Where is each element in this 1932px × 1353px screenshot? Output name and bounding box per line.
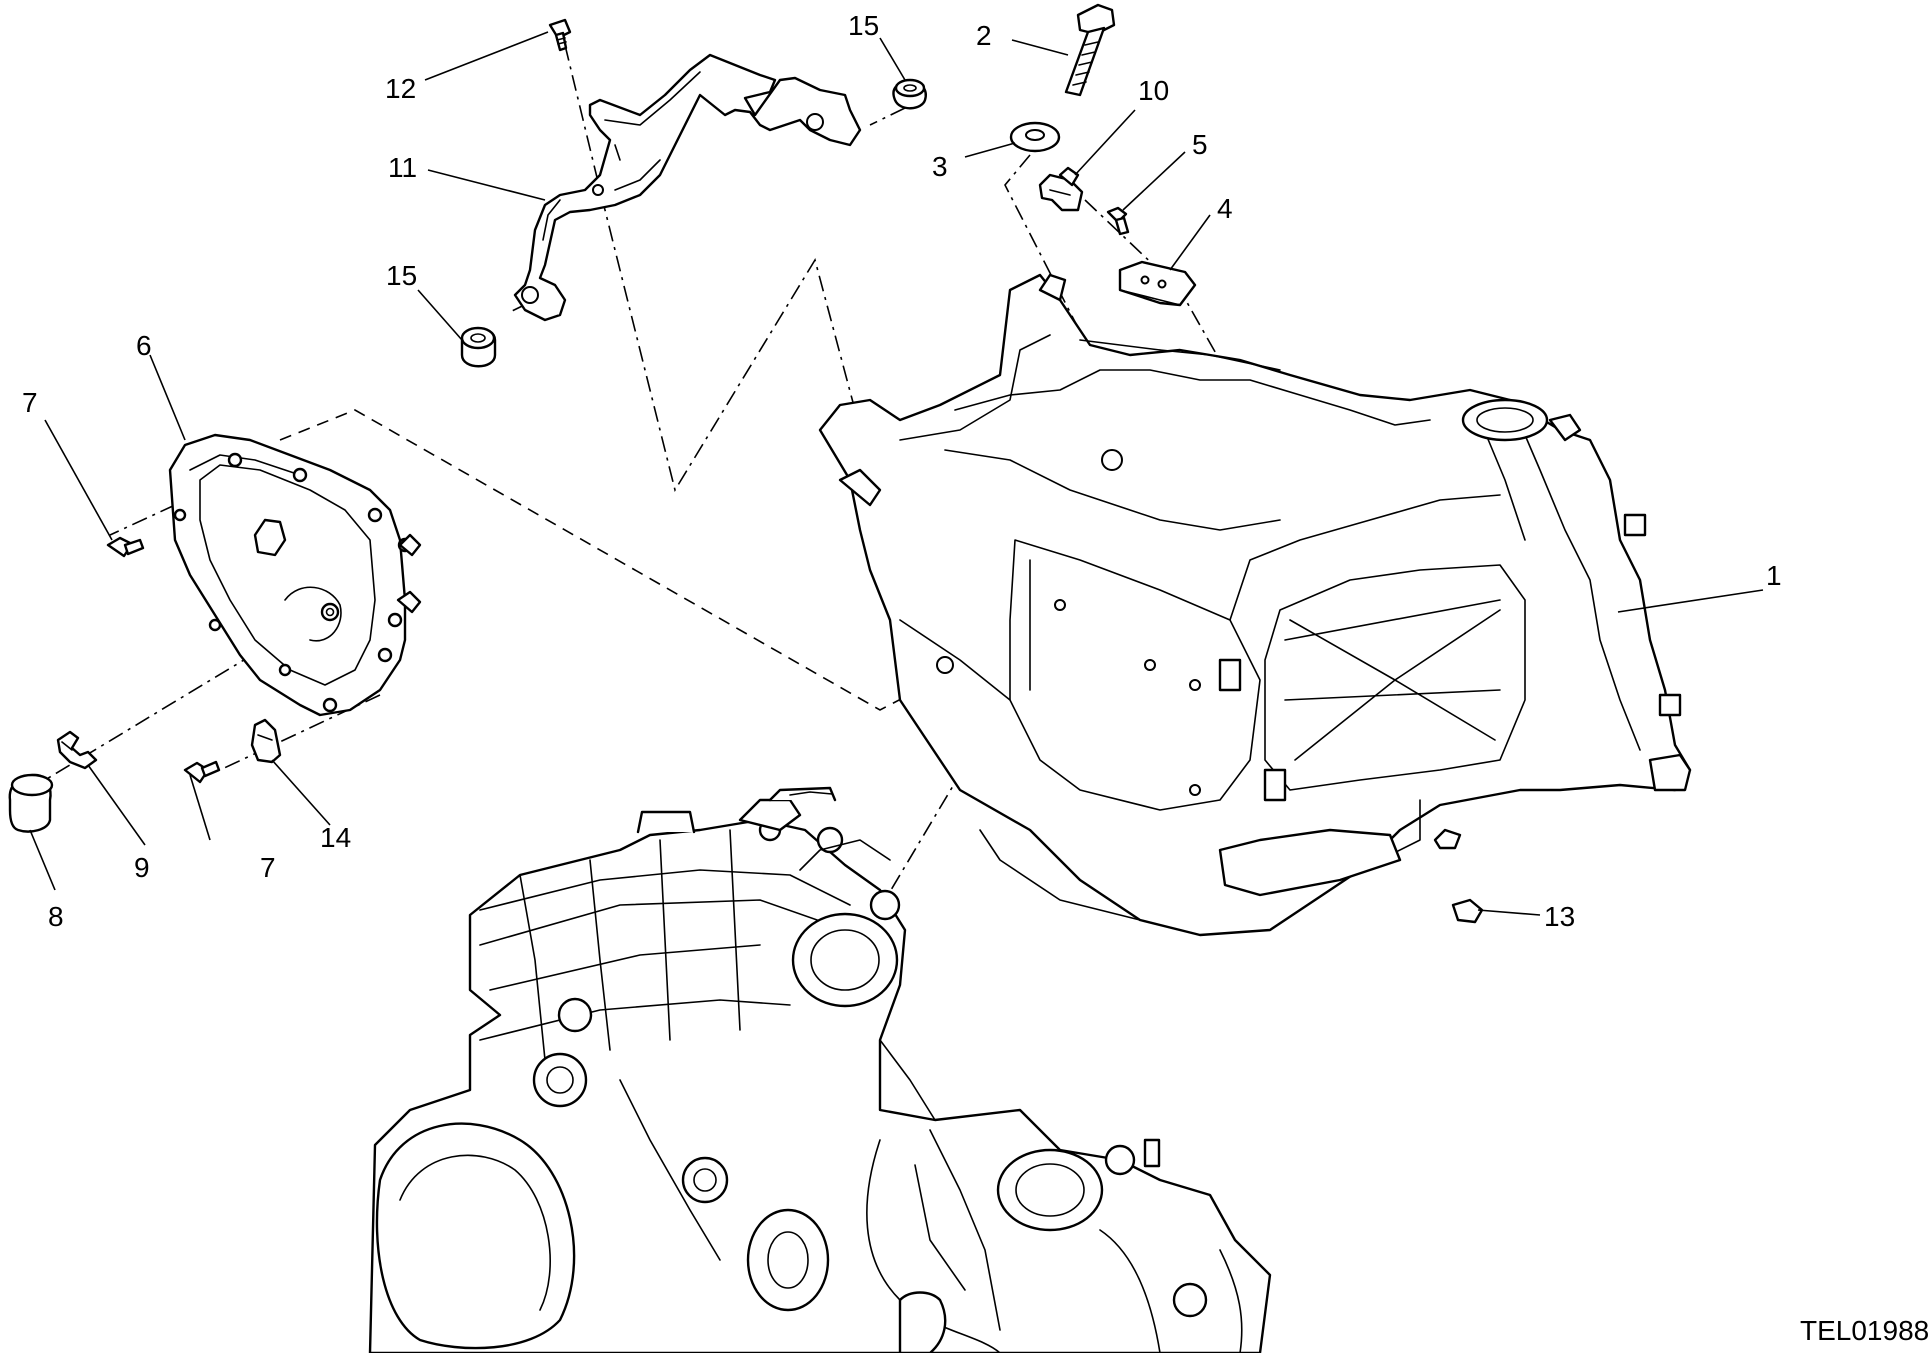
label-9: 9 xyxy=(134,852,150,883)
label-12: 12 xyxy=(385,73,416,104)
washer-part-3 xyxy=(1009,121,1061,153)
engine-assembly xyxy=(368,786,1272,1353)
screw-part-5 xyxy=(1106,206,1130,236)
callout-labels: 1 2 3 4 5 6 7 7 8 9 10 11 12 13 14 15 15 xyxy=(22,10,1782,932)
label-2: 2 xyxy=(976,20,992,51)
label-1: 1 xyxy=(1766,560,1782,591)
bolt-part-2 xyxy=(1064,3,1116,97)
figure-code: TEL01988 xyxy=(1800,1315,1929,1346)
label-13: 13 xyxy=(1544,901,1575,932)
bracket-part-11 xyxy=(513,53,862,322)
label-11: 11 xyxy=(388,152,417,183)
grommet-part-15-top xyxy=(892,78,927,110)
label-7a: 7 xyxy=(22,387,38,418)
label-10: 10 xyxy=(1138,75,1169,106)
label-7b: 7 xyxy=(260,852,276,883)
frame-part-1 xyxy=(818,273,1692,937)
nut-part-13 xyxy=(1433,828,1484,924)
plate-part-4 xyxy=(1118,260,1197,307)
label-5: 5 xyxy=(1192,129,1208,160)
grommet-part-15-bottom xyxy=(460,326,497,368)
label-3: 3 xyxy=(932,151,948,182)
leader-lines xyxy=(29,31,1764,916)
cap-part-8 xyxy=(8,773,54,833)
label-8: 8 xyxy=(48,901,64,932)
cover-part-6 xyxy=(168,433,422,717)
screw-part-12 xyxy=(548,18,572,52)
screw-part-7-lower xyxy=(183,760,221,784)
engine-flange xyxy=(799,839,891,871)
label-4: 4 xyxy=(1217,193,1233,224)
sensor-clip-part-10 xyxy=(1038,166,1084,212)
clip-part-9 xyxy=(56,730,98,770)
label-15a: 15 xyxy=(848,10,879,41)
clamp-part-14 xyxy=(250,718,282,764)
label-6: 6 xyxy=(136,330,152,361)
label-15b: 15 xyxy=(386,260,417,291)
label-14: 14 xyxy=(320,822,351,853)
screw-part-7-upper xyxy=(106,536,145,558)
